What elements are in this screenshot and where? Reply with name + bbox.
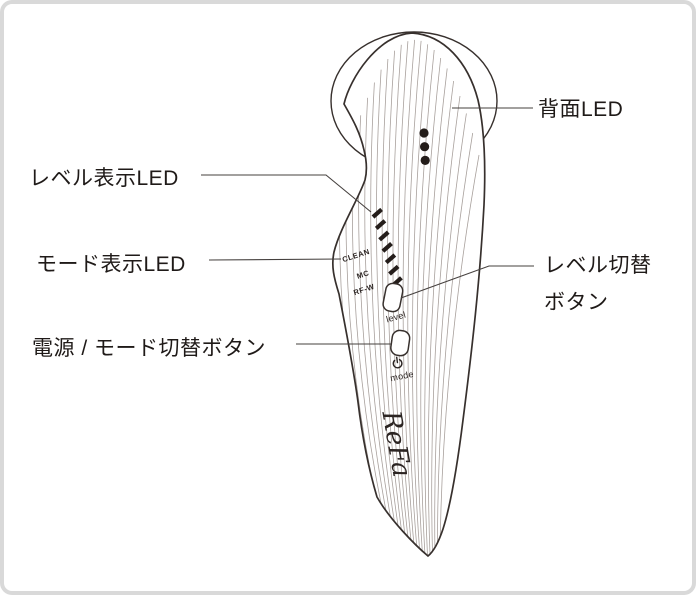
leader-line-level-switch-button <box>400 265 534 299</box>
back-led-dots <box>419 128 430 165</box>
callout-level-switch-line2: ボタン <box>544 291 609 314</box>
power-icon <box>392 356 403 369</box>
leader-line-level-display-led <box>201 174 372 213</box>
callout-power-mode-button: 電源 / モード切替ボタン <box>32 337 267 360</box>
device-body-fill <box>332 33 485 556</box>
level-button-shape <box>382 282 404 313</box>
callout-level-display-led: レベル表示LED <box>29 167 179 190</box>
callout-mode-display-led: モード表示LED <box>36 253 186 276</box>
callout-back-led: 背面LED <box>538 98 624 121</box>
callout-level-switch-line1: レベル切替 <box>544 254 652 277</box>
leader-line-mode-display-led <box>208 258 342 261</box>
device-body-outline <box>331 32 486 558</box>
callout-level-switch-button: レベル切替 ボタン <box>544 249 652 316</box>
mode-button-shape <box>390 329 411 357</box>
